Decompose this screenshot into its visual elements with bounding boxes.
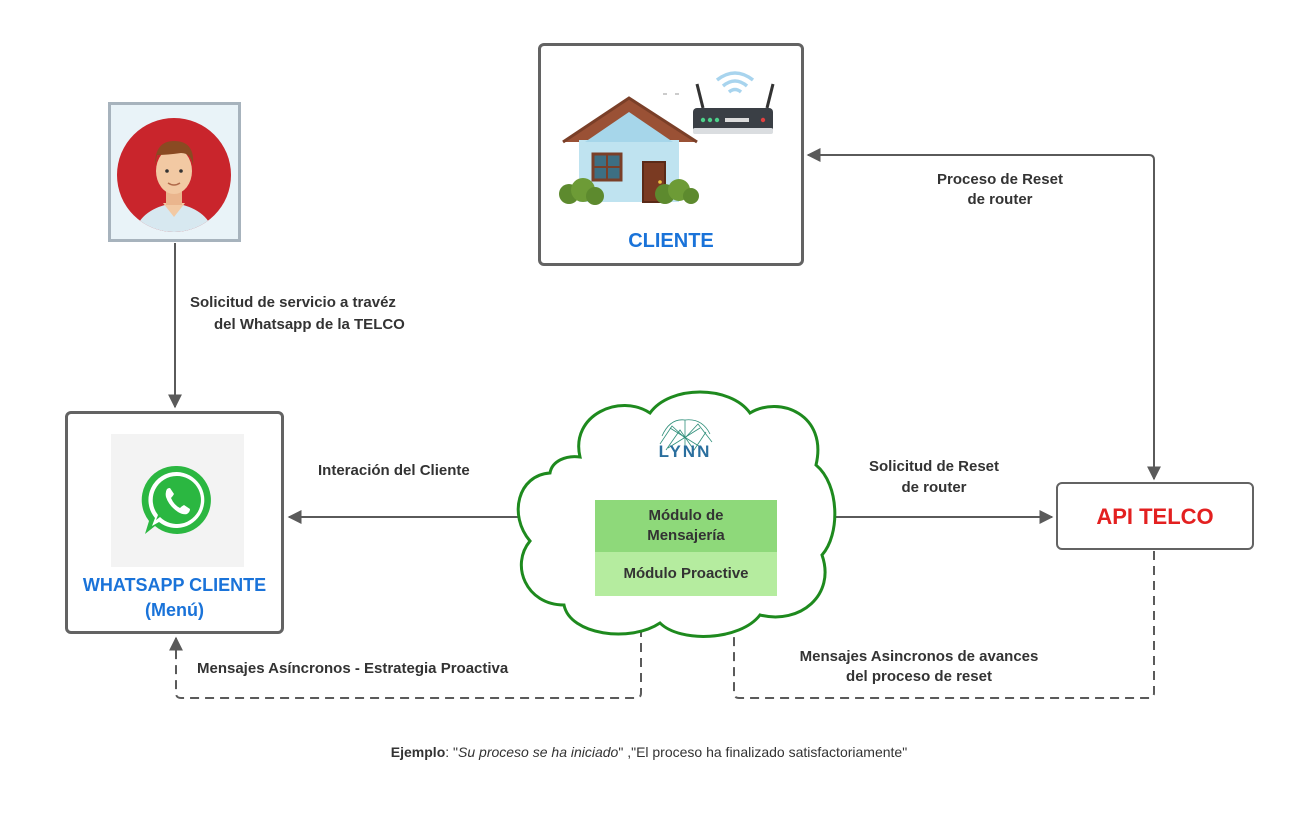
- house-icon: [559, 96, 699, 205]
- ejemplo-footer: Ejemplo: "Su proceso se ha iniciado" ,"E…: [0, 744, 1298, 760]
- mensajes-avances-line1: Mensajes Asincronos de avances: [799, 648, 1039, 665]
- api-telco-node: API TELCO: [1056, 482, 1254, 550]
- mensajes-avances-line2: del proceso de reset: [846, 668, 992, 685]
- modulo-mensajeria: Módulo de Mensajería: [595, 500, 777, 552]
- ejemplo-sep1: : ": [445, 744, 459, 760]
- proceso-reset-line2: de router: [967, 191, 1033, 208]
- edge-proactive-to-whatsapp: [169, 598, 642, 699]
- ejemplo-label: Ejemplo: [390, 744, 446, 760]
- edge-api-to-proactive: [727, 551, 1155, 699]
- proceso-reset-line1: Proceso de Reset: [937, 171, 1063, 188]
- router-icon: [693, 71, 775, 134]
- solicitud-servicio-line1: Solicitud de servicio a travéz: [190, 294, 396, 311]
- edge-api-cliente: [806, 148, 1161, 481]
- house-router-illustration: [559, 71, 775, 205]
- whatsapp-node: WHATSAPP CLIENTE (Menú): [65, 411, 284, 634]
- solicitud-reset-line2: de router: [901, 479, 967, 496]
- whatsapp-icon-tile: [111, 434, 244, 567]
- api-telco-title: API TELCO: [1096, 504, 1214, 529]
- cliente-title: CLIENTE: [628, 230, 714, 252]
- modulo-mensajeria-line2: Mensajería: [647, 527, 725, 544]
- cliente-node: CLIENTE: [538, 43, 804, 266]
- mensajes-asincronos-proactiva-label: Mensajes Asíncronos - Estrategia Proacti…: [197, 660, 509, 677]
- whatsapp-title-line2: (Menú): [145, 600, 204, 620]
- modulo-proactive-label: Módulo Proactive: [623, 565, 749, 582]
- ejemplo-italic: Su proceso se ha iniciado: [458, 744, 619, 760]
- ejemplo-sep3: ": [902, 744, 908, 760]
- ejemplo-sep2: " ,": [618, 744, 637, 760]
- lynn-logo-icon: [659, 419, 713, 451]
- lynn-logo-text: LYNN: [658, 442, 712, 461]
- solicitud-reset-line1: Solicitud de Reset: [868, 458, 1000, 475]
- interacion-cliente-label: Interación del Cliente: [318, 462, 470, 479]
- whatsapp-title-line1: WHATSAPP CLIENTE: [82, 575, 267, 595]
- user-avatar-box: [108, 102, 241, 242]
- solicitud-servicio-line2: del Whatsapp de la TELCO: [214, 316, 405, 333]
- modulo-mensajeria-line1: Módulo de: [648, 507, 724, 524]
- user-avatar-icon: [117, 118, 231, 232]
- whatsapp-icon: [141, 465, 211, 534]
- modulo-proactive: Módulo Proactive: [595, 552, 777, 596]
- ejemplo-rest: El proceso ha finalizado satisfactoriame…: [636, 744, 903, 760]
